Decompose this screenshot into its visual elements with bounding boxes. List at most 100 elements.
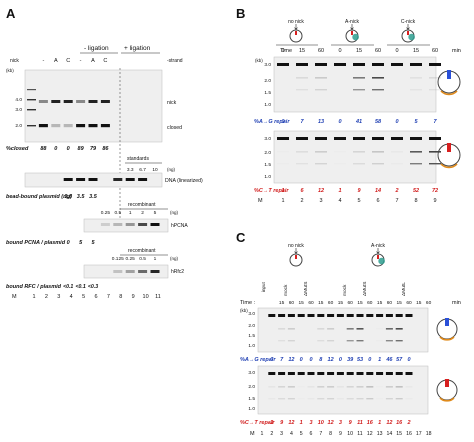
c-lane-number: 10: [347, 431, 353, 437]
c-time: 15: [318, 300, 324, 306]
c-bottom-band-main: [336, 372, 344, 375]
b-bottom-band-cut: [410, 163, 422, 165]
b-ct-value: 9: [357, 188, 361, 194]
standards-value: 10: [152, 167, 158, 173]
c-bottom-band-cut: [376, 398, 383, 399]
c-condition-label: mock: [283, 284, 289, 296]
mismatch-mark: [295, 31, 297, 35]
c-lane-number: 2: [270, 431, 273, 437]
rfc-band: [113, 270, 123, 273]
b-ag-value: 7: [300, 119, 304, 125]
b-top-band-cut: [353, 89, 365, 91]
band-label-nick: nick: [167, 100, 177, 106]
nick-value: -: [42, 58, 44, 64]
c-top-band-main: [395, 314, 403, 317]
nick-band: [100, 100, 110, 103]
c-ct-label: %C→T repair: [240, 420, 275, 426]
band-label-closed: closed: [167, 125, 182, 131]
b-bottom-band-cut: [391, 163, 403, 164]
c-top-band-main: [376, 314, 384, 317]
b-ct-value: 2: [394, 188, 398, 194]
protein-icon: [408, 33, 415, 41]
c-lane-number: 11: [357, 431, 362, 437]
b-time: 0: [281, 48, 284, 54]
c-bottom-band-main: [278, 372, 286, 375]
b-time: 15: [299, 48, 305, 54]
c-bottom-band-cut: [327, 398, 335, 400]
b-bottom-band-main: [277, 137, 289, 140]
c-bottom-band-cut: [385, 398, 393, 400]
pcna-value: 5: [79, 240, 83, 246]
pcna-band: [113, 223, 123, 226]
nick-value: C: [66, 58, 70, 64]
c-bottom-band-main: [385, 372, 393, 375]
b-lane-number: 1: [281, 198, 284, 204]
mismatch-mark: [351, 31, 353, 35]
c-ladder-label: 2.0: [248, 384, 255, 390]
rfc-amount: 0.25: [126, 256, 136, 262]
pcna-amount: 5: [154, 210, 157, 216]
c-time: 60: [406, 300, 412, 306]
c-top-band-main: [405, 314, 413, 317]
c-top-band-cut: [327, 340, 335, 342]
c-gel-top-bands: [268, 314, 413, 342]
b-ct-value: 6: [300, 188, 304, 194]
c-bottom-band-cut: [327, 386, 335, 388]
nick-arrow-icon: [294, 248, 298, 254]
c-top-band-cut: [317, 340, 325, 342]
c-bottom-band-main: [317, 372, 325, 375]
c-lane-number: 14: [387, 431, 393, 437]
c-bottom-band-cut: [376, 386, 383, 388]
b-bottom-band-cut: [315, 163, 327, 165]
c-ladder-label: 3.0: [248, 370, 255, 376]
closed-band: [100, 124, 110, 128]
pcna-value: 0: [67, 240, 70, 246]
b-top-band-cut: [353, 77, 365, 79]
dna-band: [76, 178, 86, 181]
nick-value: -: [80, 58, 82, 64]
c-lane-number: 8: [329, 431, 332, 437]
c-bottom-band-cut: [287, 398, 295, 400]
c-ag-value: 0: [300, 357, 303, 363]
b-bottom-band-main: [410, 137, 422, 140]
c-top-band-main: [366, 314, 374, 317]
b-ct-value: 52: [413, 188, 419, 194]
ladder-label: 4.0: [15, 97, 22, 103]
b-bottom-band-cut: [410, 151, 422, 153]
c-bottom-band-cut: [307, 386, 315, 388]
c-ct-value: 9: [280, 420, 284, 426]
closed-value: 0: [54, 146, 57, 152]
c-ct-value: 2: [406, 420, 410, 426]
c-lane-number: 16: [406, 431, 412, 437]
c-lane-number: 4: [290, 431, 293, 437]
c-ag-value: 7: [280, 357, 284, 363]
b-time: 15: [413, 48, 419, 54]
b-ladder-label: 2.0: [264, 78, 271, 84]
b-ag-value: 0: [281, 119, 284, 125]
c-bottom-band-cut: [317, 398, 325, 400]
b-top-band-cut: [372, 77, 384, 79]
dna-band: [63, 178, 73, 181]
c-top-band-cut: [327, 328, 335, 330]
b-ag-value: 58: [375, 119, 382, 125]
c-ag-value: 1: [378, 357, 381, 363]
c-ct-value: 1: [378, 420, 381, 426]
closed-value: 86: [102, 146, 109, 152]
bead-label: bead-bound plasmid (ng): [6, 194, 72, 200]
nick-arrow-icon: [376, 248, 380, 254]
c-time: 60: [328, 300, 334, 306]
b-ladder-label: 2.0: [264, 150, 271, 156]
c-top-band-main: [327, 314, 335, 317]
b-time-unit: min: [452, 48, 461, 54]
c-ag-value: 0: [270, 357, 273, 363]
c-top-band-main: [317, 314, 325, 317]
b-bottom-band-main: [353, 137, 365, 140]
c-top-band-cut: [346, 340, 354, 342]
b-bottom-band-main: [391, 137, 403, 140]
pcna-band: [125, 223, 135, 226]
